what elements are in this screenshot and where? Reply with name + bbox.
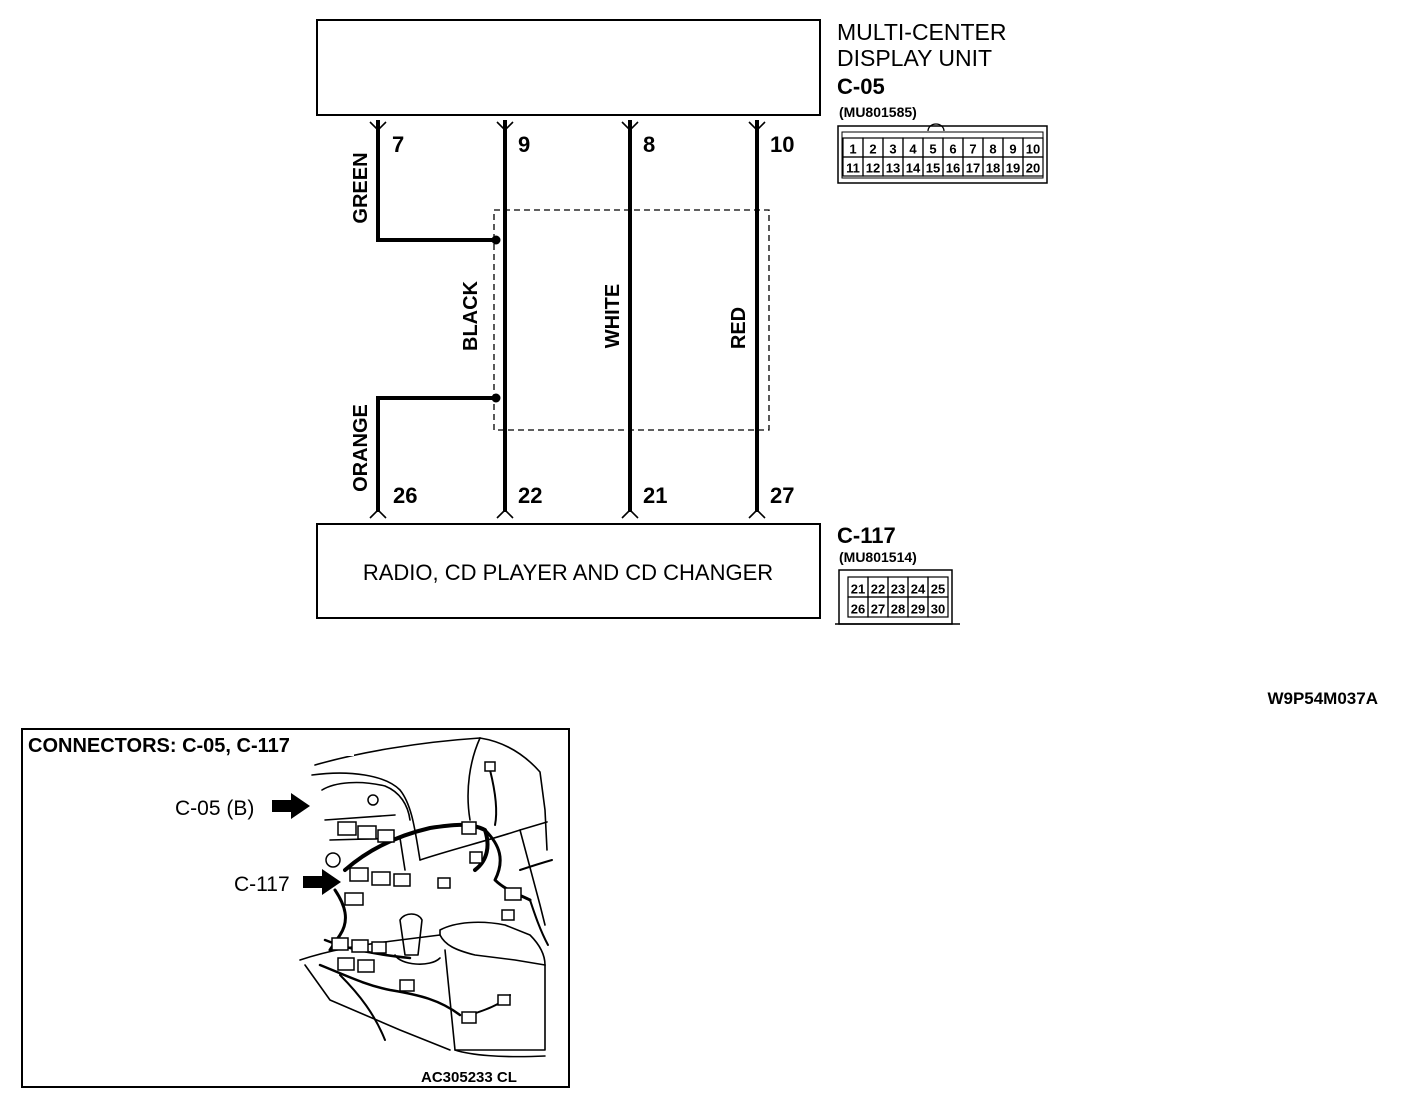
pin-label-bottom-orange: 26 bbox=[393, 483, 417, 508]
pin-label-bottom-white: 21 bbox=[643, 483, 667, 508]
arrow-icon bbox=[303, 869, 341, 895]
top-connector-part-no: (MU801585) bbox=[839, 104, 917, 120]
c05-pin-number: 20 bbox=[1026, 161, 1040, 176]
c117-pin-number: 26 bbox=[851, 602, 865, 617]
c117-pin-number: 22 bbox=[871, 582, 885, 597]
multi-center-display-unit-box bbox=[316, 19, 821, 116]
wiring-harness bbox=[318, 769, 553, 1041]
wire-green bbox=[376, 120, 501, 245]
c117-pin-number: 24 bbox=[911, 582, 926, 597]
c117-pin-number: 30 bbox=[931, 602, 945, 617]
pin-label-bottom-black: 22 bbox=[518, 483, 542, 508]
pin-label-top-green: 7 bbox=[392, 132, 404, 157]
location-panel-frame bbox=[21, 728, 570, 1088]
c05-pin-number: 15 bbox=[926, 161, 940, 176]
bottom-connector-id: C-117 bbox=[837, 523, 896, 548]
callout-c117: C-117 bbox=[234, 873, 290, 896]
pin-label-top-red: 10 bbox=[770, 132, 794, 157]
c117-pin-number: 25 bbox=[931, 582, 945, 597]
radio-cd-unit-box bbox=[316, 523, 821, 619]
c05-pin-number: 9 bbox=[1009, 142, 1016, 157]
bottom-terminal-marks bbox=[369, 508, 766, 519]
bottom-unit-name: RADIO, CD PLAYER AND CD CHANGER bbox=[363, 560, 773, 585]
diagram-code: W9P54M037A bbox=[1267, 689, 1378, 708]
arrow-icon bbox=[272, 793, 310, 819]
wire-color-white: WHITE bbox=[602, 284, 624, 348]
c05-pin-number: 10 bbox=[1026, 142, 1040, 157]
c05-pin-number: 17 bbox=[966, 161, 980, 176]
top-unit-name-line2: DISPLAY UNIT bbox=[837, 45, 992, 71]
c05-pin-number: 8 bbox=[989, 142, 996, 157]
c117-pin-number: 29 bbox=[911, 602, 925, 617]
top-connector-id: C-05 bbox=[837, 74, 885, 99]
harness-connectors bbox=[325, 761, 522, 1024]
c05-pin-number: 6 bbox=[949, 142, 956, 157]
wire-color-red: RED bbox=[728, 307, 750, 349]
c117-cell bbox=[927, 596, 949, 618]
c117-pin-number: 28 bbox=[891, 602, 905, 617]
wire-orange bbox=[376, 393, 501, 512]
c117-connector-face: 21 22 23 24 25 26 27 28 29 30 bbox=[835, 569, 960, 625]
top-unit-name-line1: MULTI-CENTER bbox=[837, 19, 1007, 45]
c05-pin-number: 18 bbox=[986, 161, 1000, 176]
pin-label-top-white: 8 bbox=[643, 132, 655, 157]
c05-pin-number: 12 bbox=[866, 161, 880, 176]
c05-pin-number: 2 bbox=[869, 142, 876, 157]
c117-pin-number: 23 bbox=[891, 582, 905, 597]
c05-pin-number: 3 bbox=[889, 142, 896, 157]
c05-pin-number: 13 bbox=[886, 161, 900, 176]
c05-pin-number: 1 bbox=[849, 142, 856, 157]
c05-cell bbox=[1022, 156, 1044, 177]
c117-pin-number: 21 bbox=[851, 582, 865, 597]
pin-label-top-black: 9 bbox=[518, 132, 530, 157]
wire-color-green: GREEN bbox=[350, 152, 372, 223]
c117-pin-number: 27 bbox=[871, 602, 885, 617]
bottom-connector-part-no: (MU801514) bbox=[839, 549, 917, 565]
wire-color-orange: ORANGE bbox=[350, 404, 372, 492]
c05-pin-number: 7 bbox=[969, 142, 976, 157]
location-image-code: AC305233 CL bbox=[421, 1069, 517, 1086]
pin-label-bottom-red: 27 bbox=[770, 483, 794, 508]
c05-pin-number: 14 bbox=[906, 161, 921, 176]
location-panel-title: CONNECTORS: C-05, C-117 bbox=[28, 735, 290, 757]
top-terminal-marks bbox=[369, 121, 766, 132]
callout-c05: C-05 (B) bbox=[175, 797, 254, 820]
c05-pin-number: 5 bbox=[929, 142, 936, 157]
c05-pin-number: 16 bbox=[946, 161, 960, 176]
c05-pin-number: 19 bbox=[1006, 161, 1020, 176]
c05-pin-number: 11 bbox=[846, 161, 860, 176]
wire-color-black: BLACK bbox=[460, 280, 482, 351]
c05-pin-number: 4 bbox=[909, 142, 917, 157]
